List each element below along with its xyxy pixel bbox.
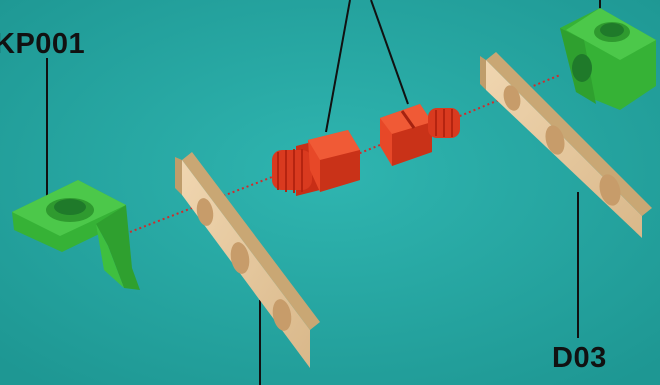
part-label-kp001: KP001	[0, 28, 85, 61]
part-label-d03: D03	[552, 342, 607, 375]
